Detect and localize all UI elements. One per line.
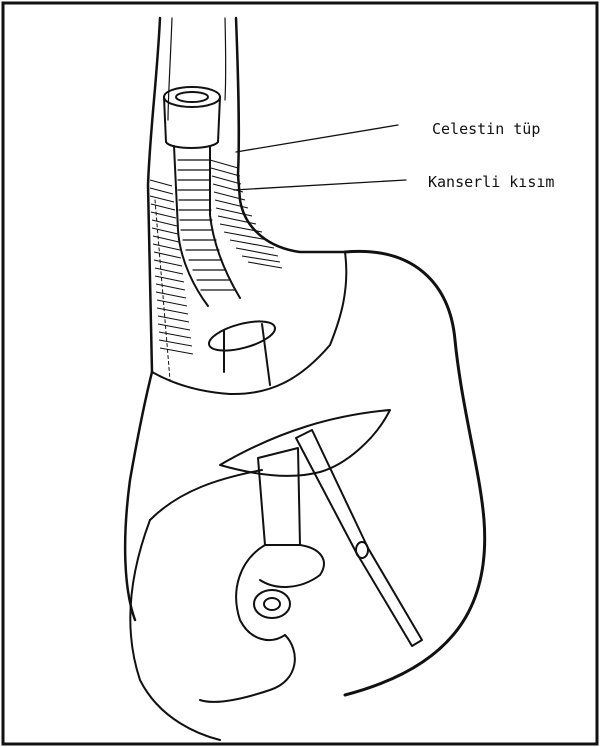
cancer-label: Kanserli kısım bbox=[428, 173, 554, 191]
tube-label: Celestin tüp bbox=[432, 120, 540, 138]
